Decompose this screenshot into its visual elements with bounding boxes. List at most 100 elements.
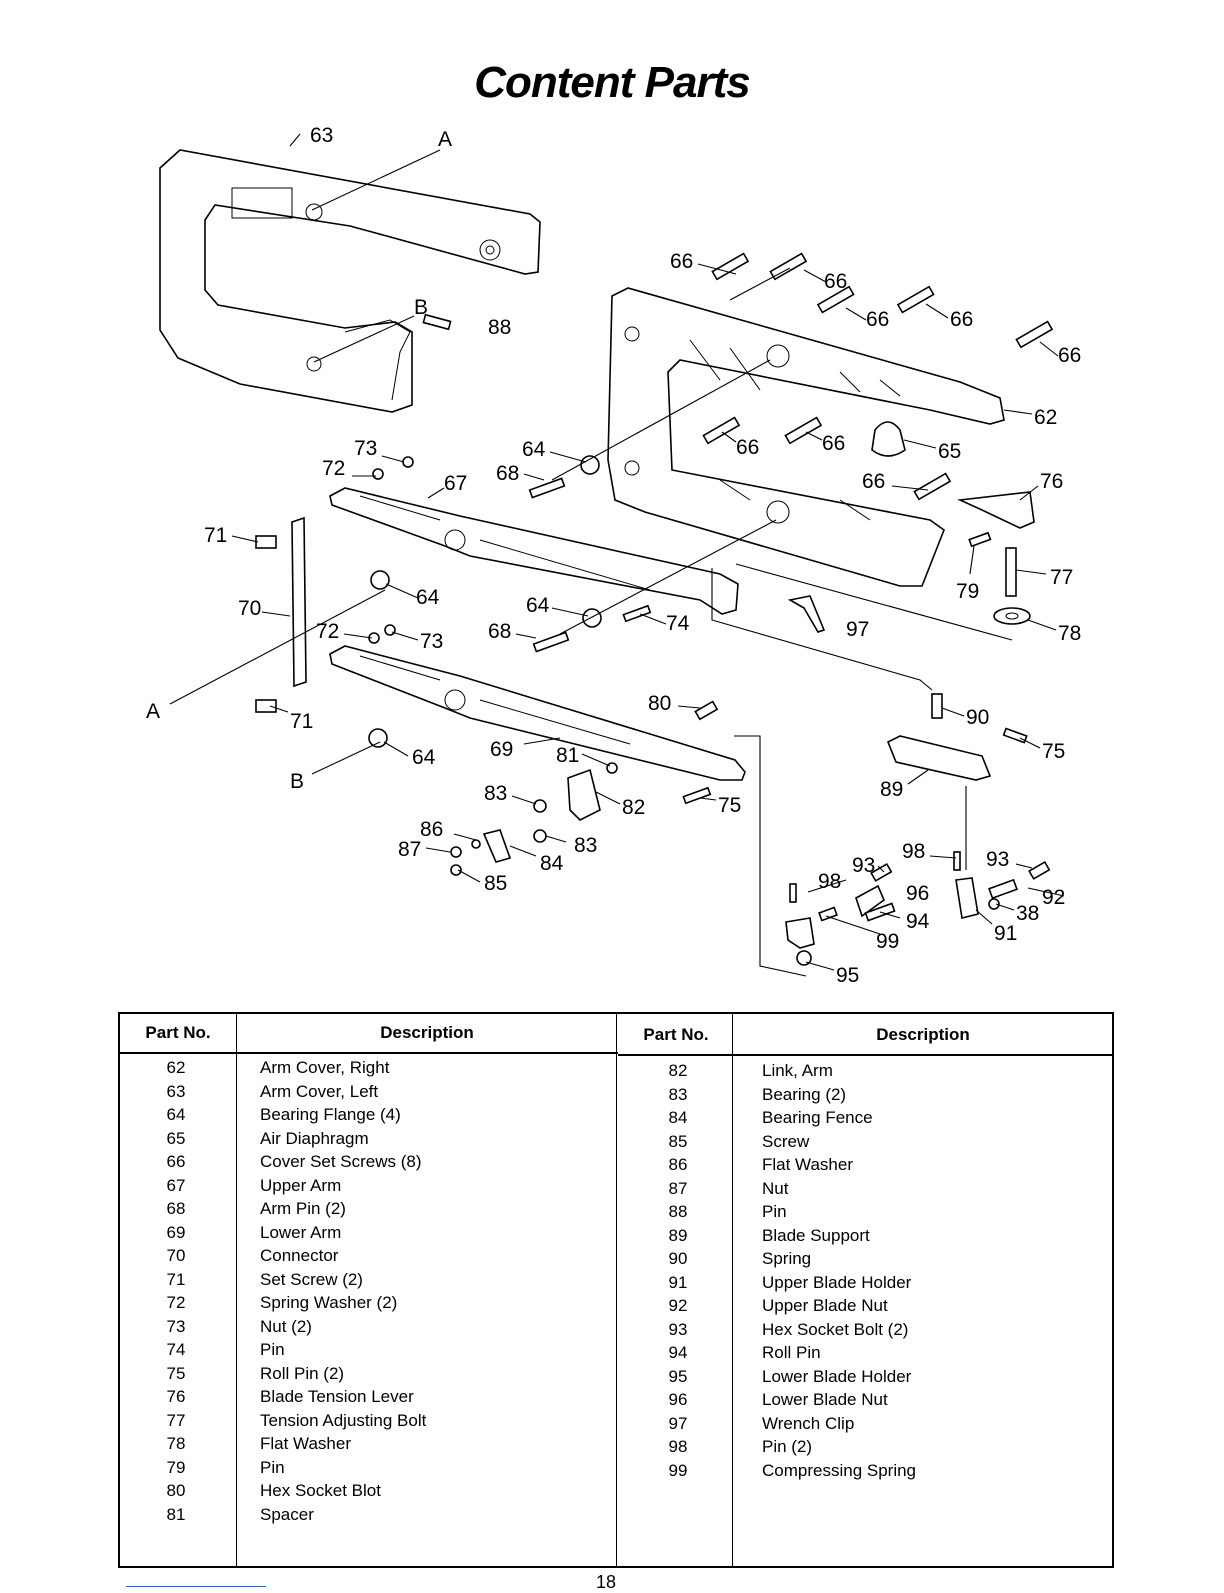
callout-84: 84 xyxy=(540,852,564,875)
table-cell-part-no: 76 xyxy=(166,1387,186,1406)
table-cell-part-no: 99 xyxy=(668,1460,688,1480)
callout-a-top: A xyxy=(438,128,452,151)
callout-98-a: 98 xyxy=(818,870,841,893)
table-cell-part-no: 90 xyxy=(668,1249,688,1268)
table-cell-part-no: 70 xyxy=(166,1246,186,1265)
table-cell-part-no: 91 xyxy=(668,1272,688,1292)
table-cell-description: Compressing Spring xyxy=(762,1460,917,1480)
callout-87: 87 xyxy=(398,838,421,861)
table-cell-part-no: 80 xyxy=(166,1481,186,1500)
column-divider xyxy=(236,1014,237,1566)
callout-96: 96 xyxy=(906,882,929,905)
table-cell-description: Lower Blade Nut xyxy=(762,1390,888,1409)
leader-lines xyxy=(169,133,1065,977)
callout-85: 85 xyxy=(484,872,507,895)
callout-66-g: 66 xyxy=(822,432,845,455)
table-cell-description: Blade Support xyxy=(762,1225,870,1245)
table-cell-part-no: 67 xyxy=(166,1175,186,1195)
page-title: Content Parts xyxy=(474,58,750,107)
table-cell-description: Air Diaphragm xyxy=(260,1128,369,1148)
callout-92: 92 xyxy=(1042,886,1065,909)
cover-screws-drawing xyxy=(702,252,1054,501)
callout-99: 99 xyxy=(876,930,899,953)
callout-73-a: 73 xyxy=(354,437,377,460)
callout-64-a: 64 xyxy=(522,438,546,461)
callout-66-h: 66 xyxy=(862,470,885,493)
callout-76: 76 xyxy=(1040,470,1063,493)
header-part-no-left: Part No. xyxy=(120,1014,236,1054)
callout-63: 63 xyxy=(310,124,333,147)
callout-78: 78 xyxy=(1058,622,1081,645)
callout-77: 77 xyxy=(1050,566,1073,589)
callout-94: 94 xyxy=(906,910,930,933)
callout-93-b: 93 xyxy=(986,848,1009,871)
column-divider xyxy=(616,1014,617,1566)
table-cell-description: Bearing Flange (4) xyxy=(260,1105,401,1124)
table-cell-part-no: 84 xyxy=(668,1108,688,1127)
table-cell-part-no: 79 xyxy=(166,1457,186,1477)
callout-72-b: 72 xyxy=(316,620,339,643)
table-cell-description: Pin (2) xyxy=(762,1437,813,1456)
callout-69: 69 xyxy=(490,738,513,761)
table-cell-part-no: 62 xyxy=(166,1058,186,1077)
column-divider xyxy=(732,1014,733,1566)
callout-68-a: 68 xyxy=(496,462,519,485)
callout-66-f: 66 xyxy=(736,436,759,459)
callout-b-bottom: B xyxy=(290,770,304,793)
callout-75-b: 75 xyxy=(718,794,741,817)
air-diaphragm-drawing xyxy=(871,421,906,457)
arm-cover-left-drawing xyxy=(159,149,541,413)
callout-38: 38 xyxy=(1016,902,1039,925)
header-part-no-right: Part No. xyxy=(618,1016,734,1056)
callout-83-b: 83 xyxy=(574,834,597,857)
table-cell-description: Lower Blade Holder xyxy=(762,1366,912,1386)
callout-82: 82 xyxy=(622,796,645,819)
parts-table: Part No. Description Part No. Descriptio… xyxy=(118,1012,1114,1568)
table-cell-part-no: 77 xyxy=(166,1410,186,1430)
table-cell-description: Spring Washer (2) xyxy=(260,1293,398,1312)
callout-68-b: 68 xyxy=(488,620,511,643)
page-number: 18 xyxy=(596,1572,617,1592)
callout-67: 67 xyxy=(444,472,467,495)
table-cell-part-no: 74 xyxy=(166,1340,186,1359)
table-cell-description: Nut xyxy=(762,1178,789,1198)
table-cell-description: Bearing Fence xyxy=(762,1108,873,1127)
callout-66-c: 66 xyxy=(866,308,889,331)
table-cell-part-no: 86 xyxy=(668,1155,688,1174)
callout-71-b: 71 xyxy=(290,710,313,733)
callout-64-b: 64 xyxy=(416,586,440,609)
table-cell-part-no: 65 xyxy=(166,1128,186,1148)
table-cell-description: Upper Arm xyxy=(260,1175,342,1195)
table-cell-description: Arm Cover, Right xyxy=(260,1058,390,1077)
lower-arm-drawing xyxy=(329,645,746,781)
table-cell-part-no: 94 xyxy=(668,1343,688,1362)
table-cell-description: Pin xyxy=(260,1340,285,1359)
callout-83-a: 83 xyxy=(484,782,507,805)
table-cell-part-no: 66 xyxy=(166,1152,186,1171)
upper-arm-drawing xyxy=(329,487,739,615)
table-cell-description: Wrench Clip xyxy=(762,1413,855,1433)
table-cell-description: Link, Arm xyxy=(762,1061,833,1080)
callout-91: 91 xyxy=(994,922,1017,945)
table-cell-part-no: 97 xyxy=(668,1413,688,1433)
callout-65: 65 xyxy=(938,440,961,463)
table-cell-description: Spring xyxy=(762,1249,812,1268)
table-cell-part-no: 72 xyxy=(166,1293,186,1312)
table-cell-description: Hex Socket Bolt (2) xyxy=(762,1319,909,1339)
callout-72-a: 72 xyxy=(322,457,345,480)
table-cell-description: Pin xyxy=(260,1457,285,1477)
callout-93-a: 93 xyxy=(852,854,875,877)
exploded-parts-diagram: 63 A B 88 66 66 66 66 66 62 66 66 65 66 … xyxy=(146,124,1081,987)
callout-71-a: 71 xyxy=(204,524,227,547)
callout-70: 70 xyxy=(238,597,261,620)
table-cell-description: Arm Cover, Left xyxy=(260,1081,379,1101)
small-parts-drawing xyxy=(255,313,1051,966)
table-cell-part-no: 68 xyxy=(166,1199,186,1218)
connector-drawing xyxy=(291,516,307,688)
table-cell-description: Roll Pin xyxy=(762,1343,821,1362)
table-cell-description: Connector xyxy=(260,1246,339,1265)
table-cell-description: Spacer xyxy=(260,1504,314,1524)
table-cell-description: Hex Socket Blot xyxy=(260,1481,381,1500)
table-cell-part-no: 87 xyxy=(668,1178,688,1198)
table-cell-part-no: 73 xyxy=(166,1316,186,1336)
